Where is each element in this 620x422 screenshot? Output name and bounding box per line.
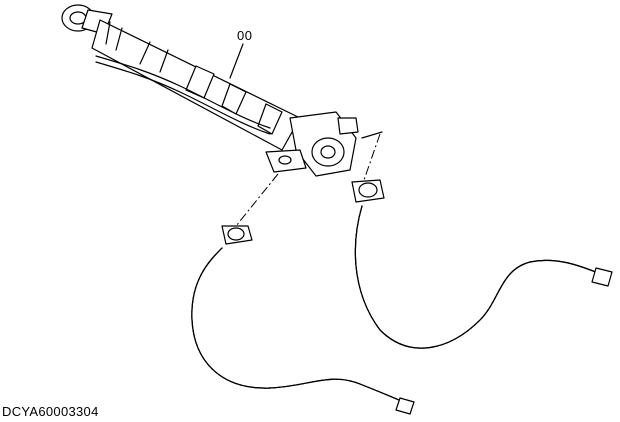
hydraulic-hose-right (354, 205, 613, 349)
flange-fitting-left (221, 225, 253, 245)
part-callout-label: 00 (237, 28, 253, 43)
hydraulic-cylinder (61, 4, 359, 177)
hydraulic-hose-left (191, 247, 415, 415)
flange-fitting-right (351, 179, 385, 203)
connection-line-right (363, 133, 381, 181)
callout-leader-line (229, 43, 244, 79)
connection-line-left (235, 173, 279, 227)
connection-tick (361, 131, 383, 139)
drawing-code-label: DCYA60003304 (2, 404, 99, 419)
